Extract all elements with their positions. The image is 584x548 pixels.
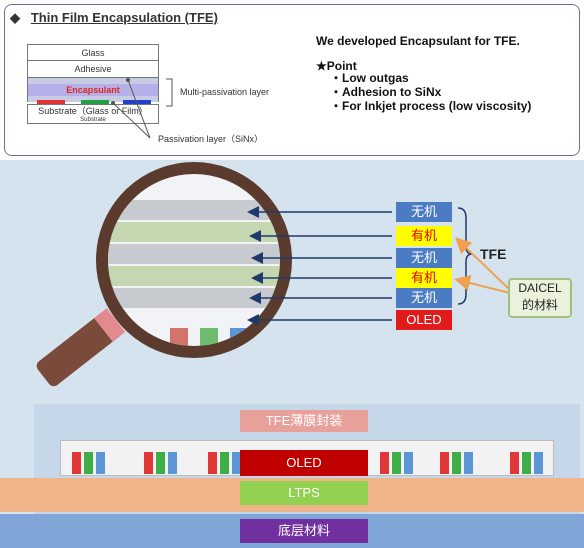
- panel-subpixel: [96, 452, 105, 474]
- panel-subpixel: [220, 452, 229, 474]
- ltps-label: LTPS: [240, 481, 368, 505]
- layer-encapsulant: Encapsulant: [27, 84, 159, 96]
- multi-bracket: [166, 78, 173, 107]
- daicel-pointer-1: [455, 237, 511, 291]
- label-inorganic-1: 无机: [396, 202, 452, 222]
- lens-pixel-blue: [230, 328, 248, 346]
- label-oled: OLED: [396, 310, 452, 330]
- panel-subpixel: [208, 452, 217, 474]
- base-label: 底层材料: [240, 519, 368, 543]
- tfe-bracket: [457, 207, 473, 305]
- lens-band-organic-1: [108, 222, 280, 242]
- panel-subpixel: [452, 452, 461, 474]
- label-inorganic-3: 无机: [396, 288, 452, 308]
- pixel-green: [81, 100, 109, 104]
- point-item-3: ・For Inkjet process (low viscosity): [330, 99, 532, 113]
- panel-subpixel: [404, 452, 413, 474]
- panel-subpixel: [84, 452, 93, 474]
- tfe-pack-label: TFE薄膜封装: [240, 410, 368, 432]
- panel-subpixel: [380, 452, 389, 474]
- pixel-red: [37, 100, 65, 104]
- label-inorganic-2: 无机: [396, 248, 452, 268]
- passivation-line-bottom: [112, 102, 151, 139]
- annotation-multi: Multi-passivation layer: [180, 87, 270, 97]
- daicel-line-1: DAICEL: [518, 281, 562, 295]
- lens-band-inorganic-2: [108, 244, 280, 264]
- headline: We developed Encapsulant for TFE.: [316, 34, 520, 48]
- lens-band-inorganic-1: [108, 200, 280, 220]
- top-title-text: Thin Film Encapsulation (TFE): [30, 10, 218, 25]
- daicel-callout: DAICEL 的材料: [508, 278, 572, 318]
- top-title: ◆ Thin Film Encapsulation (TFE): [10, 10, 218, 26]
- panel-subpixel: [440, 452, 449, 474]
- panel-subpixel: [510, 452, 519, 474]
- panel-subpixel: [232, 452, 241, 474]
- label-organic-1: 有机: [396, 226, 452, 246]
- daicel-line-2: 的材料: [521, 298, 558, 312]
- layer-passivation-bottom: [27, 96, 159, 102]
- top-annotation-lines: [111, 78, 173, 139]
- lens-pixel-green: [200, 328, 218, 346]
- substrate-label: Substrate（Glass or Film）: [38, 106, 148, 116]
- panel-subpixel: [156, 452, 165, 474]
- panel-subpixel: [144, 452, 153, 474]
- daicel-pointer-2: [454, 275, 511, 294]
- oled-panel-label: OLED: [240, 450, 368, 476]
- panel-subpixel: [392, 452, 401, 474]
- panel-subpixel: [464, 452, 473, 474]
- panel-subpixel: [168, 452, 177, 474]
- passivation-line-top: [127, 79, 151, 139]
- tfe-label: TFE: [480, 246, 507, 262]
- layer-glass: Glass: [27, 44, 159, 61]
- point-title: ★Point: [316, 59, 357, 73]
- lens-pixel-red: [170, 328, 188, 346]
- pixel-blue: [123, 100, 151, 104]
- label-organic-2: 有机: [396, 268, 452, 288]
- lens-band-inorganic-3: [108, 288, 280, 308]
- layer-substrate: Substrate（Glass or Film） Substrate: [27, 104, 159, 124]
- annotation-passivation: Passivation layer（SiNx）: [158, 134, 264, 144]
- tfe-layer-stack: Glass Adhesive Encapsulant Substrate（Gla…: [27, 44, 159, 124]
- layer-passivation-top: [27, 78, 159, 84]
- panel-subpixel: [522, 452, 531, 474]
- handle-collar: [94, 308, 126, 342]
- point-item-1: ・Low outgas: [330, 71, 409, 85]
- lens-band-organic-2: [108, 266, 280, 286]
- title-diamond-icon: ◆: [10, 10, 20, 25]
- substrate-small-label: Substrate: [80, 117, 106, 123]
- panel-subpixel: [534, 452, 543, 474]
- point-item-2: ・Adhesion to SiNx: [330, 85, 442, 99]
- panel-subpixel: [72, 452, 81, 474]
- layer-adhesive: Adhesive: [27, 61, 159, 78]
- handle-grip: [36, 311, 122, 387]
